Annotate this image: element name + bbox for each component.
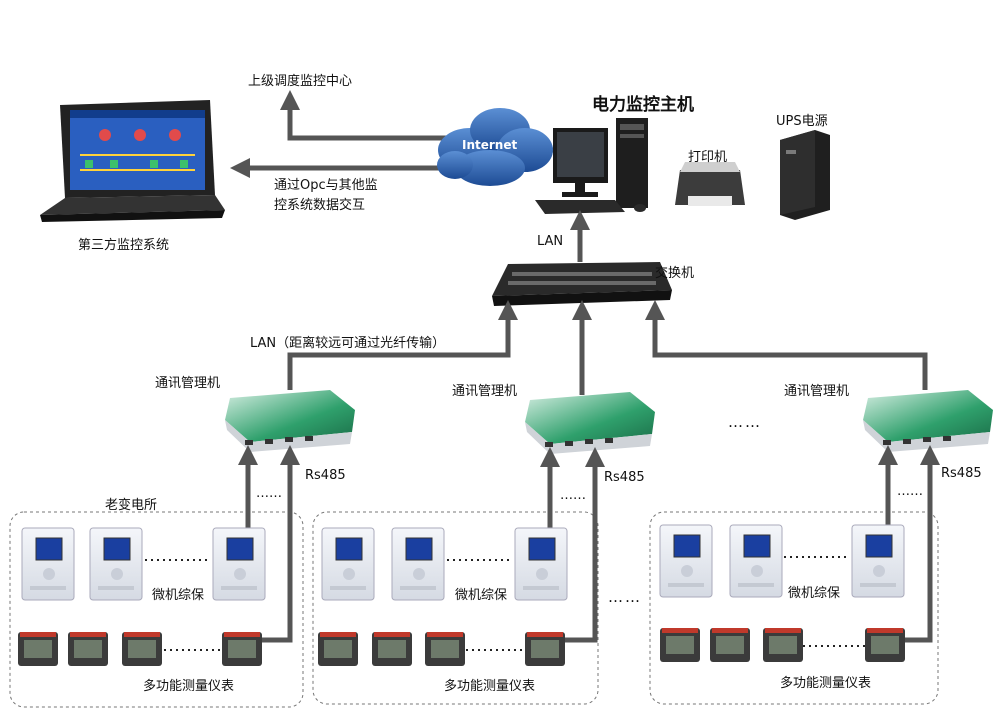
- group-box-2: [312, 511, 599, 705]
- third-party-label: 第三方监控系统: [78, 238, 170, 253]
- group-box-1: [9, 511, 304, 708]
- upper-center-label: 上级调度监控中心: [248, 74, 353, 89]
- meter-icon: [425, 632, 465, 666]
- cloud-icon: [437, 108, 553, 186]
- relay-device-icon: [729, 524, 783, 598]
- ups-icon: [780, 130, 830, 220]
- host-label: 电力监控主机: [592, 95, 694, 115]
- relay-device-icon: [321, 527, 375, 601]
- meter-icon: [122, 632, 162, 666]
- opc-label-line2: 控系统数据交互: [274, 198, 366, 213]
- lan-long-label: LAN（距离较远可通过光纤传输）: [250, 336, 446, 351]
- internet-label: Internet: [462, 138, 518, 152]
- ellipsis-bottom: ……: [608, 588, 642, 606]
- relay-device-icon: [21, 527, 75, 601]
- relay-label-2: 微机综保: [455, 588, 508, 603]
- meter-icon: [372, 632, 412, 666]
- old-substation-label: 老变电所: [105, 498, 158, 513]
- meter-icon: [763, 628, 803, 662]
- rs485-links: [238, 445, 940, 643]
- meter-icon: [865, 628, 905, 662]
- relay-device-icon: [659, 524, 713, 598]
- comm-manager-icon: [525, 392, 655, 454]
- dots-3: ……: [897, 484, 923, 499]
- relay-devices: [21, 524, 905, 601]
- relay-label-1: 微机综保: [152, 588, 205, 603]
- dots-1: ……: [256, 486, 282, 501]
- printer-icon: [675, 162, 745, 206]
- substation-groups: [9, 511, 939, 708]
- rs485-label-2: Rs485: [604, 470, 645, 485]
- keyboard-icon: [535, 200, 646, 214]
- ups-label: UPS电源: [776, 114, 828, 129]
- relay-label-3: 微机综保: [788, 586, 841, 601]
- comm-manager-icon: [225, 390, 355, 452]
- meter-devices: [18, 628, 905, 666]
- relay-device-icon: [212, 527, 266, 601]
- meter-icon: [222, 632, 262, 666]
- rs485-label-1: Rs485: [305, 468, 346, 483]
- meter-icon: [660, 628, 700, 662]
- relay-device-icon: [851, 524, 905, 598]
- comm-manager-label-2: 通讯管理机: [452, 384, 518, 399]
- relay-device-icon: [514, 527, 568, 601]
- comm-manager-label-3: 通讯管理机: [784, 384, 850, 399]
- switch-icon: [492, 262, 672, 306]
- monitor-icon: [553, 128, 608, 197]
- meter-label-3: 多功能测量仪表: [780, 676, 872, 691]
- rs485-label-3: Rs485: [941, 466, 982, 481]
- relay-device-icon: [391, 527, 445, 601]
- ellipsis-mid: ……: [728, 413, 762, 431]
- printer-label: 打印机: [688, 150, 728, 165]
- meter-icon: [525, 632, 565, 666]
- meter-icon: [318, 632, 358, 666]
- opc-label-line1: 通过Opc与其他监: [274, 178, 378, 193]
- relay-device-icon: [89, 527, 143, 601]
- laptop-icon: [40, 100, 225, 222]
- meter-label-1: 多功能测量仪表: [143, 679, 235, 694]
- lan-top-label: LAN: [537, 234, 564, 249]
- meter-label-2: 多功能测量仪表: [444, 679, 536, 694]
- switch-label: 交换机: [655, 266, 695, 281]
- pc-tower-icon: [616, 118, 648, 208]
- comm-manager-label-1: 通讯管理机: [155, 376, 221, 391]
- meter-icon: [68, 632, 108, 666]
- meter-icon: [710, 628, 750, 662]
- comm-manager-icon: [863, 390, 993, 452]
- meter-icon: [18, 632, 58, 666]
- lan-downlinks: [287, 300, 928, 395]
- dots-2: ……: [560, 488, 586, 503]
